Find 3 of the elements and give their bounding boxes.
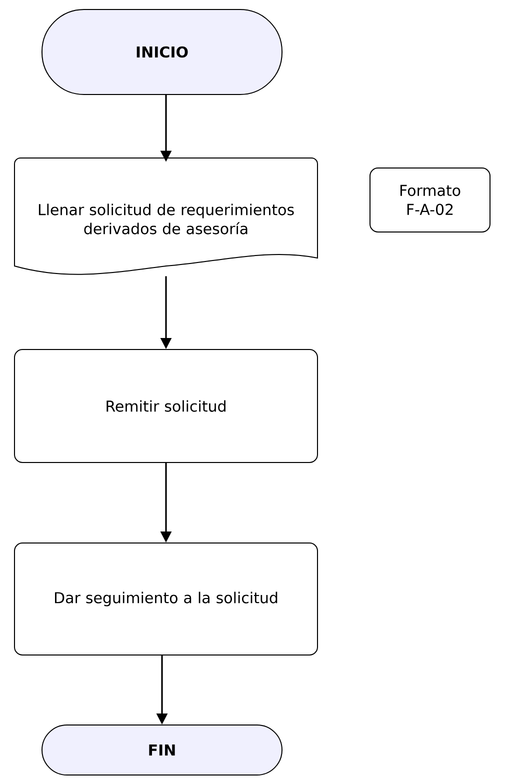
process-box: Dar seguimiento a la solicitud <box>14 542 318 656</box>
process-box: Remitir solicitud <box>14 349 318 463</box>
note-box: Formato F-A-02 <box>370 168 490 232</box>
